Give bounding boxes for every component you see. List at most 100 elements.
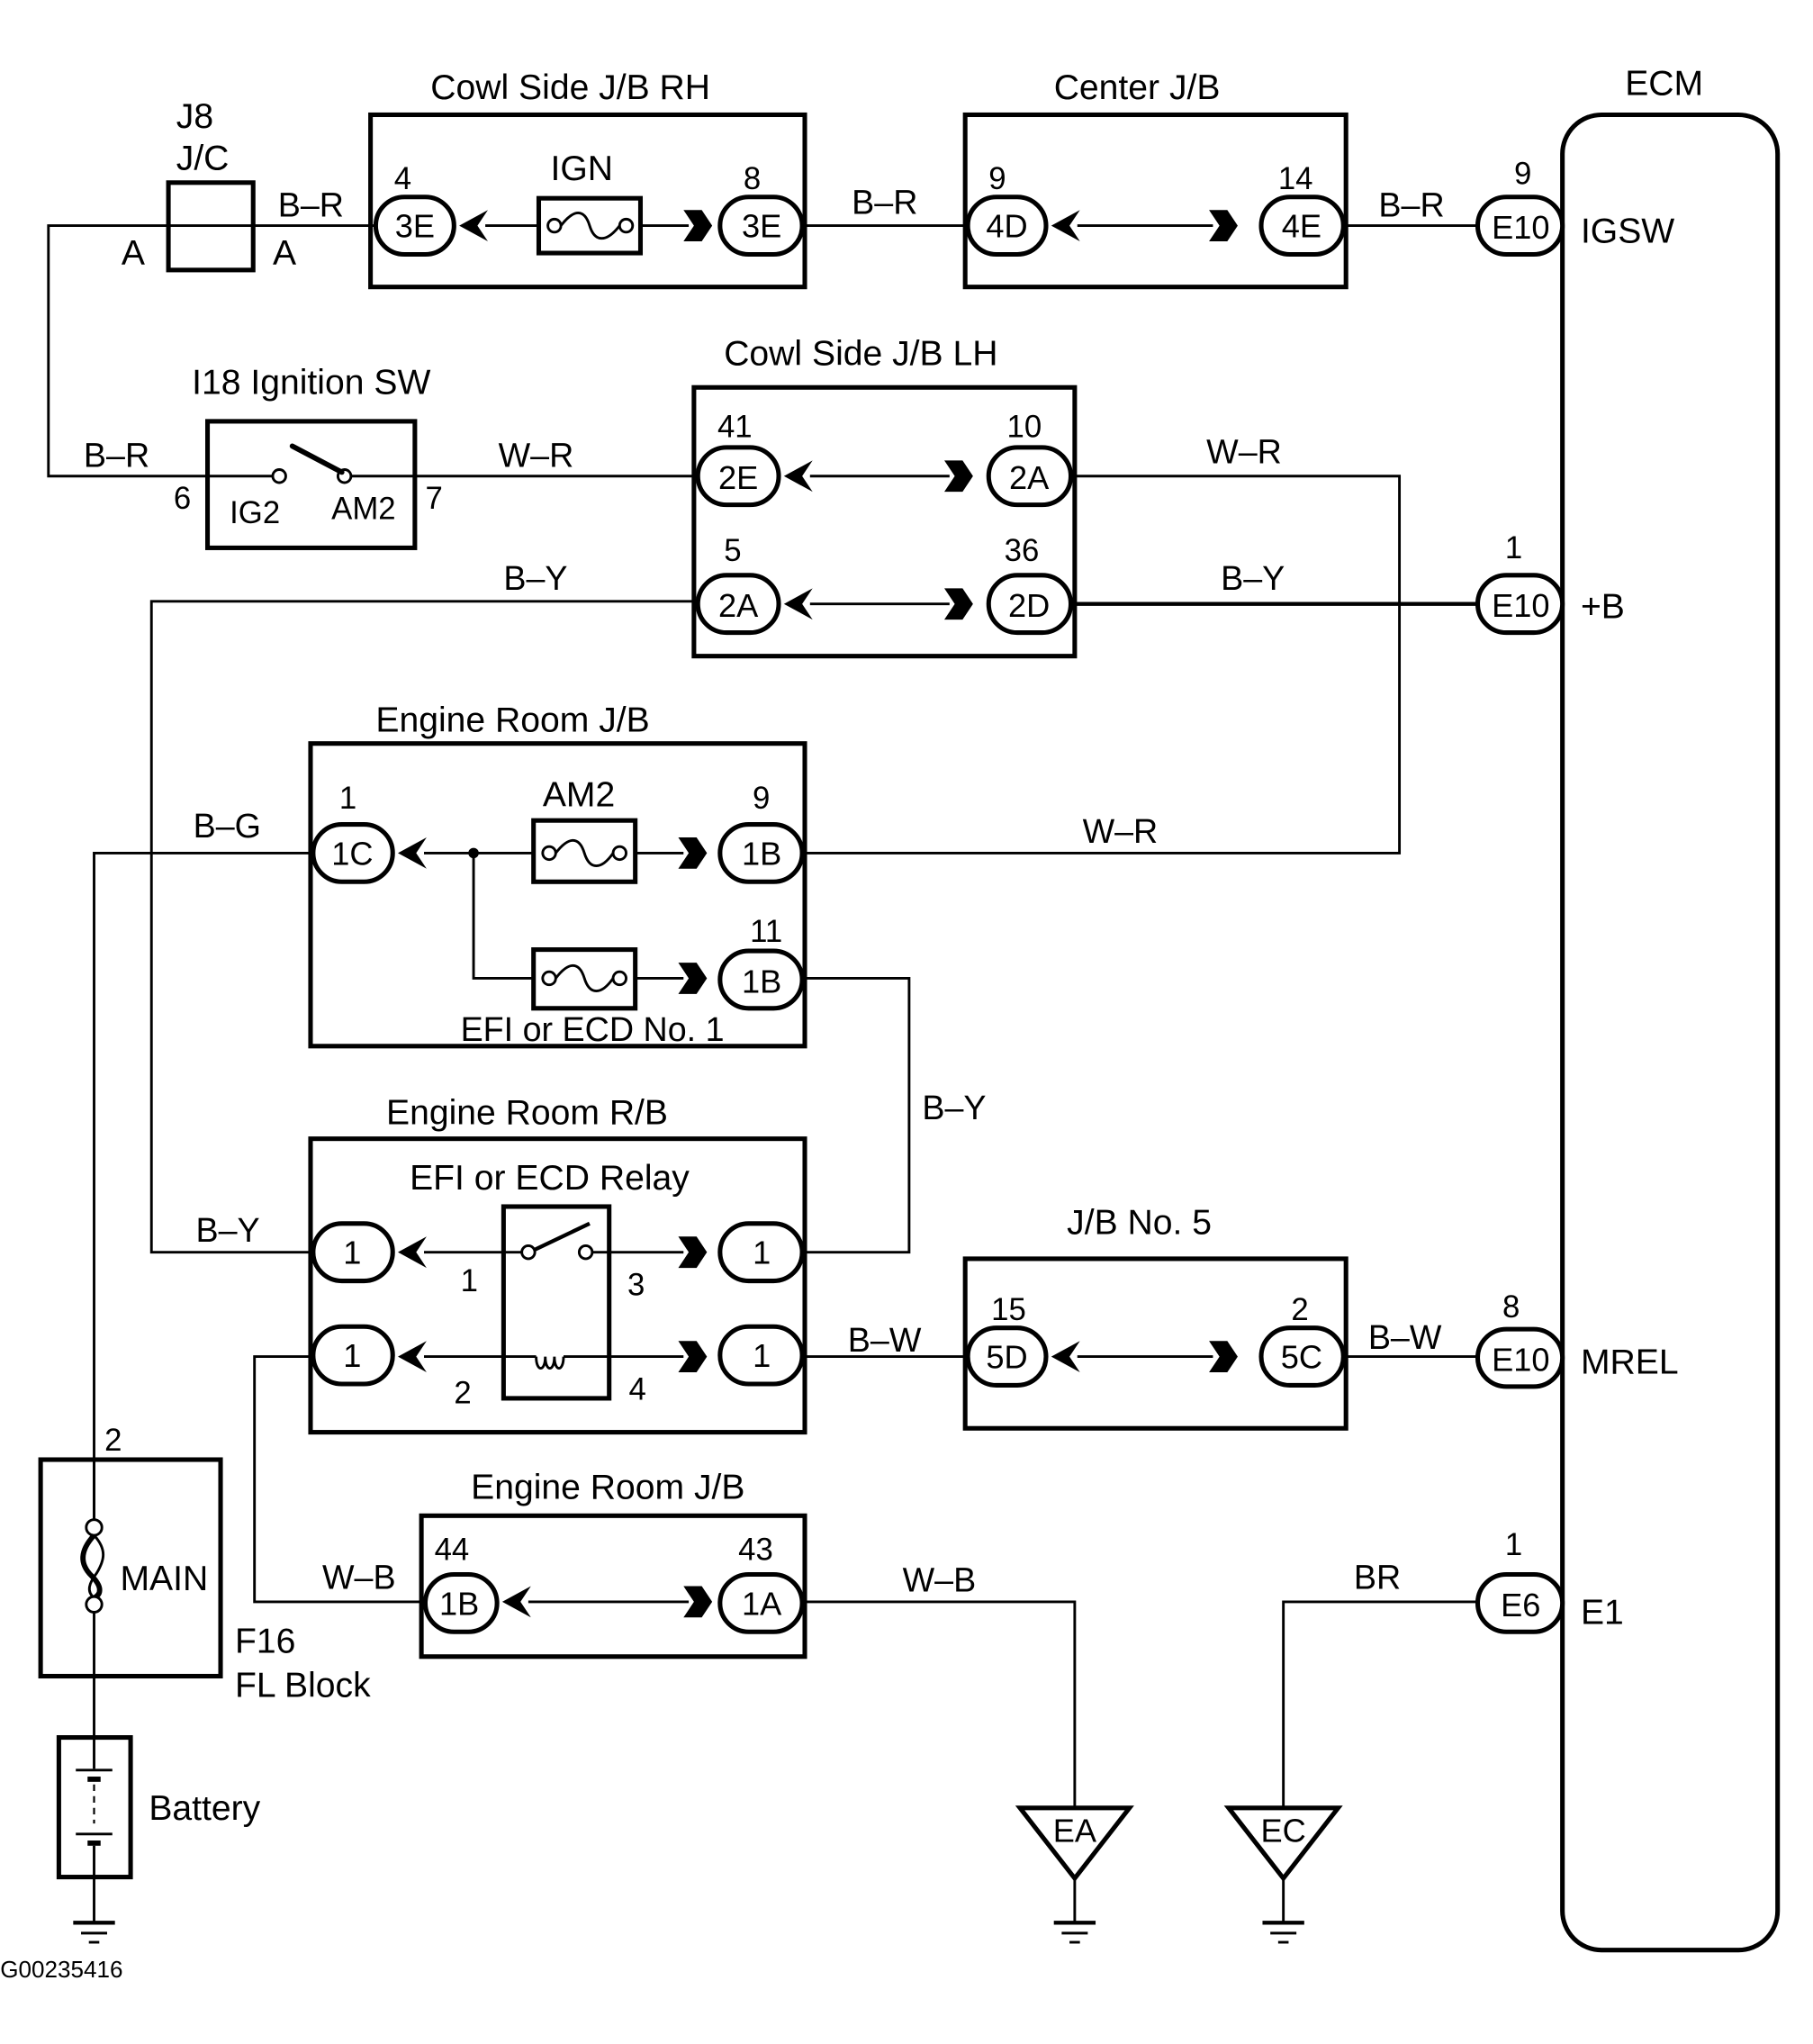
connector-1b-9 <box>717 821 805 884</box>
connector-label: E10 <box>1492 587 1549 624</box>
connector-label: 1 <box>343 1235 361 1271</box>
wire-label-bw: B–W <box>1368 1318 1442 1356</box>
fuse-am2-label: AM2 <box>543 775 615 814</box>
engine-jb-box <box>308 741 807 1049</box>
fuse-ign-label: IGN <box>551 149 614 188</box>
ground-point-ec: EC <box>1223 1805 1343 1944</box>
connector-label: 1 <box>753 1337 771 1374</box>
j8-name: J8 <box>176 97 213 136</box>
connector-4d <box>965 194 1049 258</box>
connector-label: 1 <box>753 1235 771 1271</box>
connector-2e <box>695 445 781 508</box>
ignition-sw-title: I18 Ignition SW <box>192 363 430 402</box>
wire-label-wb: W–B <box>322 1558 396 1596</box>
relay-coil-icon <box>535 1356 565 1370</box>
pin-number: 1 <box>1505 1528 1522 1562</box>
connector-1a-43 <box>717 1571 805 1634</box>
connector-label: 4E <box>1282 208 1321 245</box>
fl-block: 2 MAIN F16 FL Block <box>38 1424 371 1738</box>
wire-by-efi-to-relay <box>805 977 911 1254</box>
terminal-name: MREL <box>1581 1343 1679 1381</box>
pin-number: 4 <box>628 1372 645 1406</box>
engine-jb-title: Engine Room J/B <box>375 701 649 740</box>
wire-label-wr: W–R <box>1206 432 1282 470</box>
pin-number: 10 <box>1007 410 1042 444</box>
connector-label: E10 <box>1492 1342 1549 1379</box>
cowl-lh-box <box>691 384 1078 659</box>
jb5-title: J/B No. 5 <box>1067 1203 1212 1242</box>
male-arrow-icon <box>1209 1341 1238 1372</box>
cowl-lh-title: Cowl Side J/B LH <box>724 335 997 374</box>
connector-3e-left <box>373 194 456 258</box>
connector-label: 1B <box>742 835 781 872</box>
connector-5c <box>1258 1325 1346 1388</box>
fl-block-title: FL Block <box>235 1667 371 1705</box>
relay-label: EFI or ECD Relay <box>410 1159 690 1198</box>
wire-label-br-brown: BR <box>1354 1558 1401 1596</box>
pin-number: 41 <box>717 410 753 444</box>
ground-label: EA <box>1053 1812 1097 1849</box>
cowl-side-jb-rh: Cowl Side J/B RH 4 3E IGN 8 3E <box>368 68 807 290</box>
terminal-name: +B <box>1581 588 1625 627</box>
j8-type: J/C <box>176 139 230 177</box>
center-jb-box <box>962 112 1348 290</box>
connector-label: 4D <box>986 208 1027 245</box>
engine-room-jb-bottom: Engine Room J/B 44 1B 43 1A <box>419 1468 807 1660</box>
wire-label-bw: B–W <box>848 1321 922 1359</box>
pin-number: 15 <box>991 1293 1026 1327</box>
pin-number: 44 <box>435 1533 470 1568</box>
pin-number: 8 <box>744 162 761 196</box>
wire-label-bg: B–G <box>194 807 261 845</box>
wire-wb-relay-to-enginejb <box>253 1355 426 1604</box>
connector-2d <box>986 573 1074 636</box>
connector-relay-3-right <box>717 1221 805 1284</box>
female-arrow-icon <box>501 1586 531 1618</box>
pin-number: 9 <box>1514 157 1531 191</box>
engine-room-rb: Engine Room R/B EFI or ECD Relay 1 1 1 3… <box>308 1094 807 1435</box>
pin-number: 2 <box>104 1424 122 1458</box>
connector-label: 2A <box>1009 459 1050 496</box>
pin-number: 2 <box>454 1377 471 1411</box>
wire-label-by: B–Y <box>503 559 567 597</box>
ecm-box <box>1560 112 1781 1953</box>
ground-point-ea: EA <box>1015 1805 1134 1944</box>
relay-box <box>501 1204 612 1401</box>
connector-label: 2D <box>1008 587 1050 624</box>
j8-junction-connector: J8 J/C A A <box>122 97 297 273</box>
pin-number: 43 <box>738 1533 773 1568</box>
connector-label: E10 <box>1492 209 1549 246</box>
terminal-name: AM2 <box>331 493 395 527</box>
connector-label: 3E <box>395 208 435 245</box>
ground-triangle-icon <box>1015 1805 1134 1883</box>
female-arrow-icon <box>783 588 813 620</box>
pin-number: 36 <box>1005 534 1040 568</box>
connector-4e <box>1258 194 1346 258</box>
engine-jb-bottom-title: Engine Room J/B <box>471 1468 744 1506</box>
connector-label: 5C <box>1281 1339 1322 1376</box>
j8-pin-left: A <box>122 234 146 273</box>
pin-number: 1 <box>339 782 356 816</box>
wire-by-cowllh-to-relay <box>149 600 699 1254</box>
pin-number: 8 <box>1502 1290 1520 1325</box>
connector-label: 1 <box>343 1337 361 1374</box>
relay-switch-icon <box>534 1221 591 1252</box>
connector-relay-4-right <box>717 1324 805 1387</box>
connector-1b-11 <box>717 948 805 1011</box>
battery-label: Battery <box>149 1789 260 1828</box>
pin-number: 1 <box>461 1264 478 1298</box>
diagram-id: G00235416 <box>0 1956 122 1983</box>
connector-label: 1B <box>439 1585 479 1622</box>
female-arrow-icon <box>398 1236 427 1269</box>
fuse-efi-label: EFI or ECD No. 1 <box>461 1010 725 1048</box>
center-jb: Center J/B 9 4D 14 4E <box>962 68 1348 290</box>
ground-label: EC <box>1261 1812 1306 1849</box>
ecm: ECM 9 E10 IGSW 1 E10 +B 8 E10 MREL 1 E6 … <box>1475 65 1781 1953</box>
wire-label-wr: W–R <box>499 437 574 475</box>
connector-relay-1-left <box>311 1221 395 1284</box>
connector-label: 2A <box>718 587 759 624</box>
center-jb-title: Center J/B <box>1054 68 1221 107</box>
wire-label-wr: W–R <box>1083 812 1159 850</box>
connector-1b-44 <box>422 1571 500 1634</box>
fuse-am2 <box>531 818 638 884</box>
